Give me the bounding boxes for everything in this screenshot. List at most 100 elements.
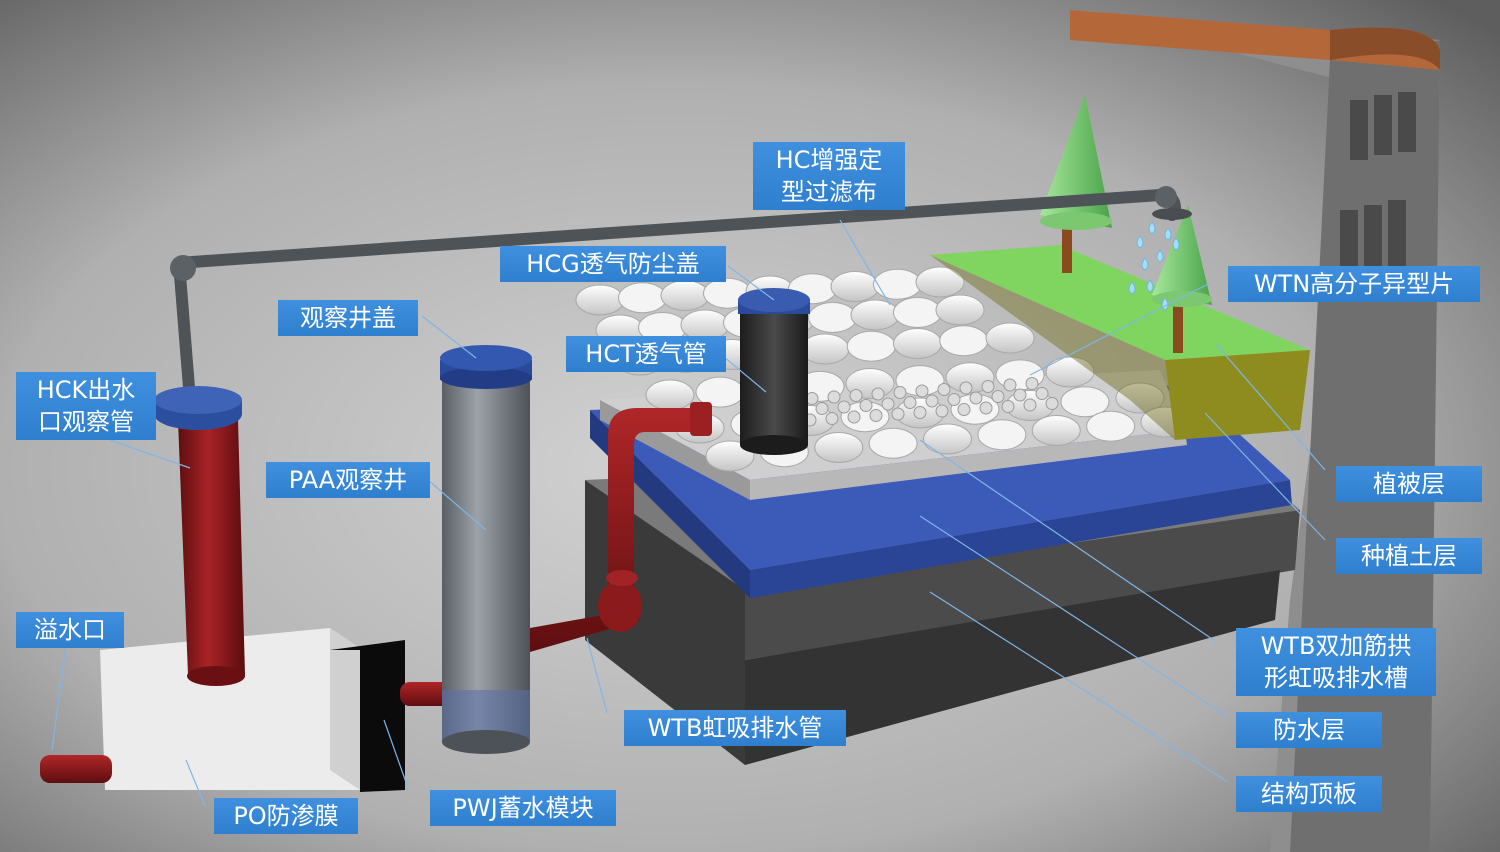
- module-dimple: [871, 387, 885, 401]
- module-dimple: [849, 389, 863, 402]
- module-dimple: [1025, 377, 1039, 390]
- tube-segment: [915, 266, 965, 298]
- tube-segment: [873, 268, 922, 300]
- module-dimple: [891, 407, 905, 421]
- tube-segment: [814, 432, 864, 463]
- module-dimple: [1023, 398, 1037, 412]
- module-dimple: [837, 400, 851, 414]
- hct-pipe: [738, 288, 810, 455]
- tube-segment: [850, 299, 900, 331]
- tube-segment: [800, 333, 850, 365]
- label-wtn-sheet-text: WTN高分子异型片: [1253, 270, 1455, 298]
- tube-segment: [808, 302, 857, 333]
- label-hcg-cover-text: HCG透气防尘盖: [526, 250, 700, 278]
- module-dimple: [815, 402, 829, 415]
- label-roof-slab-text: 结构顶板: [1261, 780, 1357, 808]
- label-wtb-trough: WTB双加筋拱 形虹吸排水槽: [1236, 628, 1436, 696]
- label-soil-text: 种植土层: [1361, 542, 1457, 570]
- label-waterproof: 防水层: [1236, 712, 1382, 748]
- tube-segment: [830, 271, 880, 302]
- module-dimple: [937, 383, 951, 396]
- label-waterproof-text: 防水层: [1273, 716, 1345, 744]
- label-hc-filter-line1: HC增强定: [775, 146, 883, 174]
- tube-segment: [1031, 415, 1081, 446]
- label-hct-pipe: HCT透气管: [566, 336, 726, 372]
- tube-segment: [846, 330, 896, 362]
- label-hck-pipe: HCK出水 口观察管: [16, 372, 156, 440]
- module-dimple: [959, 381, 973, 395]
- label-wtb-trough-line1: WTB双加筋拱: [1260, 632, 1412, 660]
- tube-segment: [935, 294, 985, 326]
- module-dimple: [935, 404, 949, 418]
- module-dimple: [913, 406, 927, 419]
- module-dimple: [893, 386, 907, 399]
- hck-pipe: [154, 386, 245, 686]
- label-well-cover: 观察井盖: [278, 300, 418, 336]
- tube-segment: [939, 325, 989, 357]
- label-paa-well: PAA观察井: [266, 462, 430, 498]
- label-hct-pipe-text: HCT透气管: [585, 340, 707, 368]
- module-dimple: [969, 391, 983, 405]
- label-hck-pipe-line1: HCK出水: [36, 376, 136, 404]
- module-dimple: [903, 396, 917, 409]
- label-wtb-trough-line2: 形虹吸排水槽: [1264, 664, 1408, 692]
- label-hck-pipe-line2: 口观察管: [38, 408, 134, 436]
- module-dimple: [1013, 388, 1027, 402]
- tube-segment: [893, 328, 942, 359]
- label-soil: 种植土层: [1336, 538, 1482, 574]
- module-dimple: [1003, 378, 1017, 392]
- label-hcg-cover: HCG透气防尘盖: [500, 246, 726, 282]
- label-well-cover-text: 观察井盖: [300, 304, 396, 332]
- tube-segment: [660, 280, 710, 311]
- label-roof-slab: 结构顶板: [1236, 776, 1382, 812]
- label-vegetation: 植被层: [1336, 466, 1482, 502]
- label-hc-filter-line2: 型过滤布: [781, 178, 877, 206]
- module-dimple: [915, 384, 929, 398]
- tube-segment: [618, 282, 667, 314]
- module-dimple: [847, 410, 861, 424]
- label-overflow: 溢水口: [16, 612, 124, 648]
- module-dimple: [881, 397, 895, 411]
- water-drops: [1128, 221, 1180, 311]
- module-dimple: [979, 401, 993, 415]
- module-dimple: [991, 390, 1005, 403]
- module-dimple: [869, 409, 883, 422]
- module-dimple: [859, 399, 873, 412]
- tube-segment: [977, 419, 1027, 451]
- tube-segment: [705, 440, 755, 472]
- module-dimple: [1045, 397, 1059, 410]
- module-dimple: [947, 393, 961, 406]
- paa-well: [440, 345, 532, 754]
- tube-segment: [1060, 386, 1110, 418]
- top-pipe: [170, 186, 1192, 406]
- module-dimple: [925, 394, 939, 408]
- label-wtb-pipe: WTB虹吸排水管: [624, 710, 846, 746]
- tube-segment: [868, 427, 918, 459]
- label-hc-filter: HC增强定 型过滤布: [753, 142, 905, 210]
- label-wtn-sheet: WTN高分子异型片: [1228, 266, 1480, 302]
- module-dimple: [827, 390, 841, 404]
- label-vegetation-text: 植被层: [1373, 470, 1445, 498]
- module-dimple: [1001, 400, 1015, 413]
- label-overflow-text: 溢水口: [34, 616, 106, 644]
- tube-segment: [1086, 410, 1136, 442]
- overflow-box: [40, 628, 405, 792]
- label-pwj-module: PWJ蓄水模块: [430, 790, 616, 826]
- siphon-pipe: [530, 402, 712, 652]
- label-pwj-module-text: PWJ蓄水模块: [452, 794, 594, 822]
- tube-segment: [645, 379, 695, 411]
- label-paa-well-text: PAA观察井: [288, 466, 408, 494]
- vegetation-layer-shape: [930, 245, 1310, 440]
- label-po-membrane: PO防渗膜: [214, 798, 358, 834]
- tube-segment: [923, 423, 972, 455]
- module-dimple: [825, 412, 839, 425]
- tube-segment: [575, 284, 625, 316]
- module-dimple: [981, 380, 995, 393]
- module-dimple: [957, 403, 971, 416]
- tube-segment: [985, 322, 1035, 354]
- leader-lines: [51, 219, 1326, 807]
- label-po-membrane-text: PO防渗膜: [233, 802, 339, 830]
- tube-segment: [893, 297, 942, 328]
- label-wtb-pipe-text: WTB虹吸排水管: [647, 714, 823, 742]
- module-dimple: [1035, 387, 1049, 400]
